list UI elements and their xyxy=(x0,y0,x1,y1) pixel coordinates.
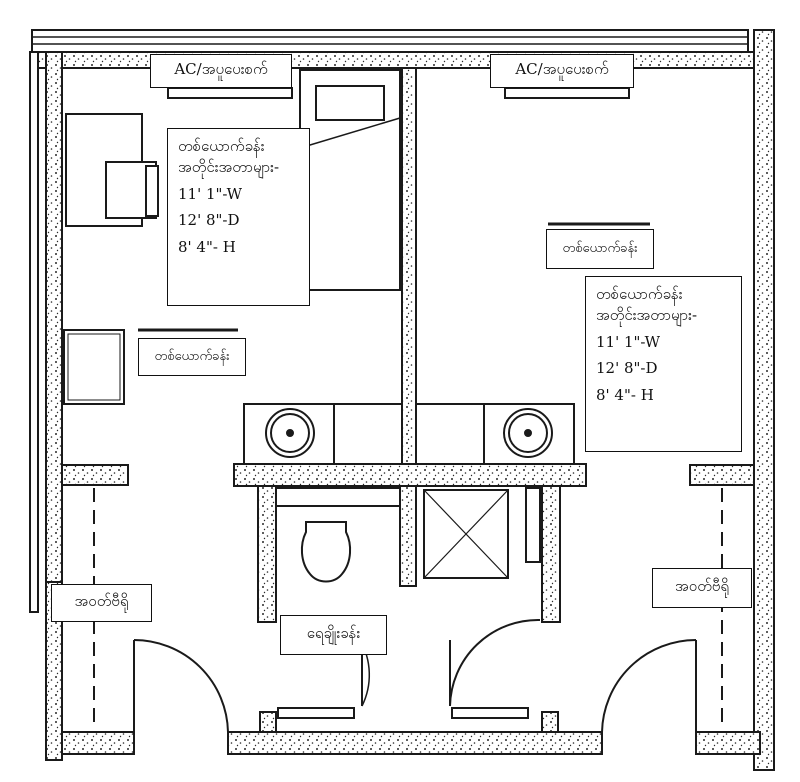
dims-subtitle: အတိုင်းအတာများ- xyxy=(596,305,698,324)
bath-shelf xyxy=(275,487,401,507)
ac-label-left: AC/အပူပေးစက် xyxy=(150,54,292,88)
right-wall xyxy=(753,29,775,771)
dims-width: 11' 1"-W xyxy=(178,184,243,203)
room-dimensions-left: တစ်ယောက်ခန်း အတိုင်းအတာများ- 11' 1"-W 12… xyxy=(167,128,310,306)
dims-subtitle: အတိုင်းအတာများ- xyxy=(178,157,280,176)
ac-unit-left xyxy=(167,87,293,99)
closet-label-left: အဝတ်ဗီရို xyxy=(51,584,152,622)
ac-unit-right xyxy=(504,87,630,99)
bed-label-left: တစ်ယောက်ခန်း xyxy=(138,338,246,376)
door-swing-left xyxy=(133,639,229,733)
bed-label-right: တစ်ယောက်ခန်း xyxy=(546,229,654,269)
room-dimensions-right: တစ်ယောက်ခန်း အတိုင်းအတာများ- 11' 1"-W 12… xyxy=(585,276,742,452)
dims-width: 11' 1"-W xyxy=(596,332,661,351)
dims-title: တစ်ယောက်ခန်း xyxy=(178,137,265,155)
door-swing-right xyxy=(601,639,697,733)
bottom-wall xyxy=(61,731,135,755)
closet-label-right: အဝတ်ဗီရို xyxy=(652,568,752,608)
bathroom-label: ရေချိုးခန်း xyxy=(280,615,387,655)
ac-label-right: AC/အပူပေးစက် xyxy=(490,54,634,88)
left-wall xyxy=(45,51,63,583)
top-wall xyxy=(31,29,749,53)
dims-depth: 12' 8"-D xyxy=(178,211,240,230)
bath-door-swing xyxy=(449,618,541,707)
dims-height: 8' 4"- H xyxy=(178,238,236,256)
center-partition xyxy=(401,67,417,469)
dims-height: 8' 4"- H xyxy=(596,386,654,404)
bath-top-wall xyxy=(233,463,587,487)
dims-depth: 12' 8"-D xyxy=(596,359,658,378)
toilet xyxy=(300,521,352,583)
dims-title: တစ်ယောက်ခန်း xyxy=(596,285,683,303)
